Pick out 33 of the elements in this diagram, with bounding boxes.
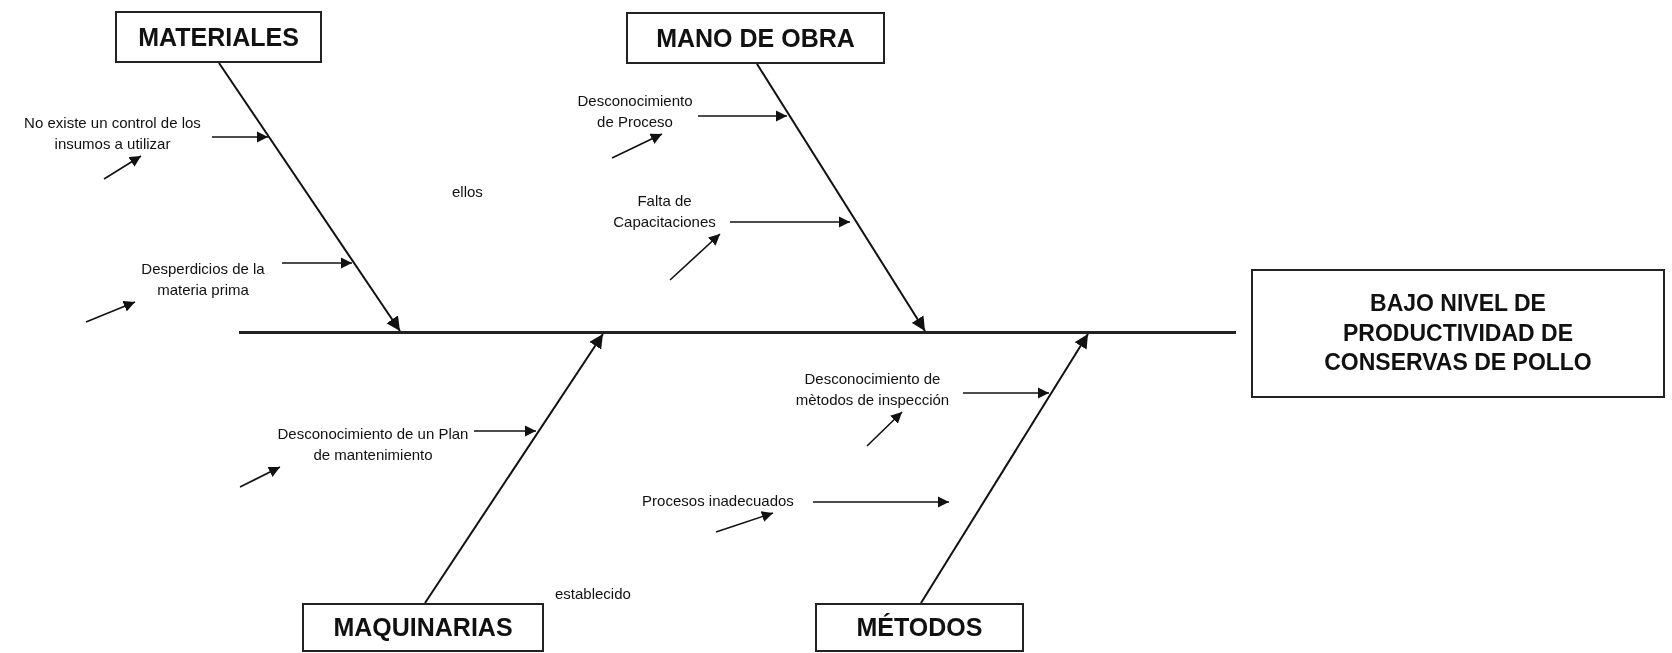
arrow [424,333,604,604]
cause-label: Procesos inadecuados [626,490,810,511]
arrow [669,233,721,281]
arrow [611,133,663,159]
arrow [281,257,353,269]
cause-label: Desconocimiento de mètodos de inspección [785,368,960,410]
arrow [756,63,926,332]
arrow [866,411,903,447]
category-box: MANO DE OBRA [626,12,885,64]
arrow [85,301,136,323]
arrow [812,496,950,508]
cause-label: Desconocimiento de Proceso [575,90,695,132]
cause-label: Desperdicios de la materia prima [127,258,279,300]
arrow [729,216,851,228]
cause-label: Desconocimiento de un Plan de mantenimiento [275,423,471,465]
arrow [211,131,269,143]
category-box: MATERIALES [115,11,322,63]
arrow [103,155,142,180]
arrow [218,62,401,332]
effect-box: BAJO NIVEL DE PRODUCTIVIDAD DE CONSERVAS DE POLLO [1251,269,1665,398]
arrow [962,387,1050,399]
arrow [697,110,788,122]
text-fragment: establecido [555,585,631,602]
category-box: MAQUINARIAS [302,603,544,652]
cause-label: No existe un control de los insumos a utilizar [16,112,209,154]
arrow [473,425,537,437]
category-box: MÉTODOS [815,603,1024,652]
text-fragment: ellos [452,183,483,200]
cause-label: Falta de Capacitaciones [602,190,727,232]
arrow [920,333,1089,604]
arrow [239,466,281,488]
arrow [715,511,774,533]
spine-line [239,331,1236,334]
